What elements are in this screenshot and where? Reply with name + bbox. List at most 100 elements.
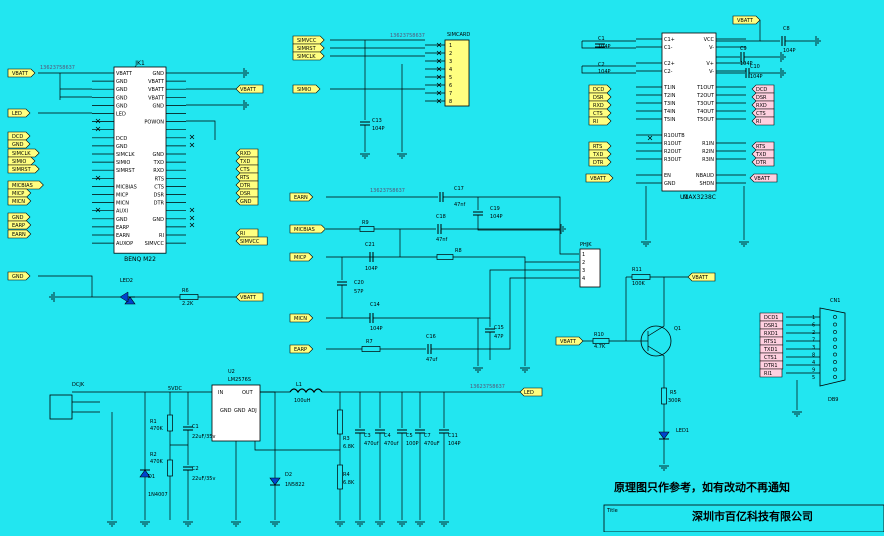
u1-ref: U1 [680,194,688,201]
wire [431,277,579,350]
simcard-pin: 1 [449,43,452,49]
jk1-pin-right: DTR [154,201,165,207]
cn1-ref: CN1 [830,298,840,304]
jk1-pin-left: MICBIAS [116,184,137,190]
label-text: 104P [598,44,611,50]
net-label-u1-right-text: DCD [756,87,767,93]
net-label-right-text: RI [240,231,245,237]
label-text: 13623758637 [470,384,505,390]
net-label-vbatt [519,387,543,397]
label-text: 47uf [426,357,438,363]
net-label-left-text: DCD [12,134,23,140]
label-text: 104P [750,74,763,80]
wire [477,215,560,231]
u1-pin-left: T5IN [663,117,676,123]
net-label-sim [292,35,325,45]
label-text: R5 [670,390,677,396]
simcard-pin: 7 [449,91,452,97]
company-name: 深圳市百亿科技有限公司 [692,509,813,523]
label-text: IN [218,390,223,396]
net-label-u1-right [751,116,775,126]
db9-pin-dot [833,345,837,349]
db9-pin: 3 [812,345,815,351]
jk1-pin-left: MICN [116,201,129,207]
net-label-vbatt [687,272,716,282]
u1-pin-left: GND [664,181,676,187]
phjk-pin: 4 [582,276,585,282]
jk1-pin-left: AUXI [116,209,128,215]
r4 [337,464,343,490]
label-text: C11 [448,433,458,439]
simcard-pin: 5 [449,75,452,81]
net-label-left-text: SIMRST [12,167,32,173]
jk1-pin-left: GND [116,144,128,150]
jk1-pin-right: RI [159,233,164,239]
net-label-left-text: MICBIAS [12,183,33,189]
phjk-pin: 1 [582,252,585,258]
label-text: 57P [354,289,363,295]
jk1-serial: 13623758637 [40,65,75,71]
net-label-u1-right-text: DSR [756,95,767,101]
net-label-db9 [759,360,784,370]
jk1-pin-right: VBATT [148,87,165,93]
label-text: R4 [343,472,350,478]
label-text: C15 [494,325,504,331]
net-label-right-text: DSR [240,191,251,197]
net-label-vbatt-text: VBATT [737,18,754,24]
net-label-vbatt [235,292,264,302]
jk1-pin-right: RTS [155,176,164,182]
r3 [337,409,343,435]
label-text: 100P [406,441,419,447]
net-label-right-text: DTR [240,183,251,189]
net-label-u1-left [585,173,614,183]
r11 [631,274,651,280]
jk1-pin-left: MICP [116,193,128,199]
net-label-u1-left-text: RXD [593,103,604,109]
net-label-audio [289,313,314,323]
db9-name: DB9 [828,397,838,403]
net-label-led-text: VBATT [560,339,577,345]
u1-pin-left: R1OUT [664,141,682,147]
net-label-left [7,131,31,141]
label-text: R6 [182,288,189,294]
label-text: 22uF/35v [192,434,215,440]
net-label-audio-text: EARN [294,195,308,201]
net-label-gnd-text: GND [12,274,24,280]
no-connect-mark [647,135,653,141]
net-label-sim-text: SIMIO [297,87,311,93]
jk1-pin-left: VBATT [116,71,133,77]
net-label-u1-left [588,108,612,118]
net-label-u1-left [588,157,612,167]
r8 [436,254,454,260]
u1-pin-right: R1IN [702,141,714,147]
label-text: 300R [668,398,682,404]
u1-pin-left: R2OUT [664,149,682,155]
net-label-db9-text: RI1 [764,371,772,377]
wire [38,275,93,297]
label-text: 47nf [436,237,448,243]
no-connect-mark [95,126,101,132]
net-label-audio [289,224,326,234]
db9-pin: 6 [812,323,815,329]
db9-pin: 4 [812,360,815,366]
no-connect-mark [436,66,442,72]
label-text: 6.8K [343,444,355,450]
label-text: C13 [372,118,382,124]
u2-ref: U2 [228,369,235,375]
label-text: D1 [148,474,155,480]
net-label-right-text: RTS [240,175,249,181]
wire [647,277,665,337]
net-label-right-text: GND [240,199,252,205]
label-text: GND [234,408,246,414]
jk1-pin-right: VBATT [148,79,165,85]
net-label-left-text: LED [12,111,22,117]
label-text: 104P [370,326,383,332]
net-label-sim [292,51,325,61]
jk1-pin-right: POWON [144,120,164,126]
net-label-db9-text: CTS1 [764,355,777,361]
net-label-left [7,148,40,158]
no-connect-mark [95,118,101,124]
label-text: C16 [426,334,436,340]
